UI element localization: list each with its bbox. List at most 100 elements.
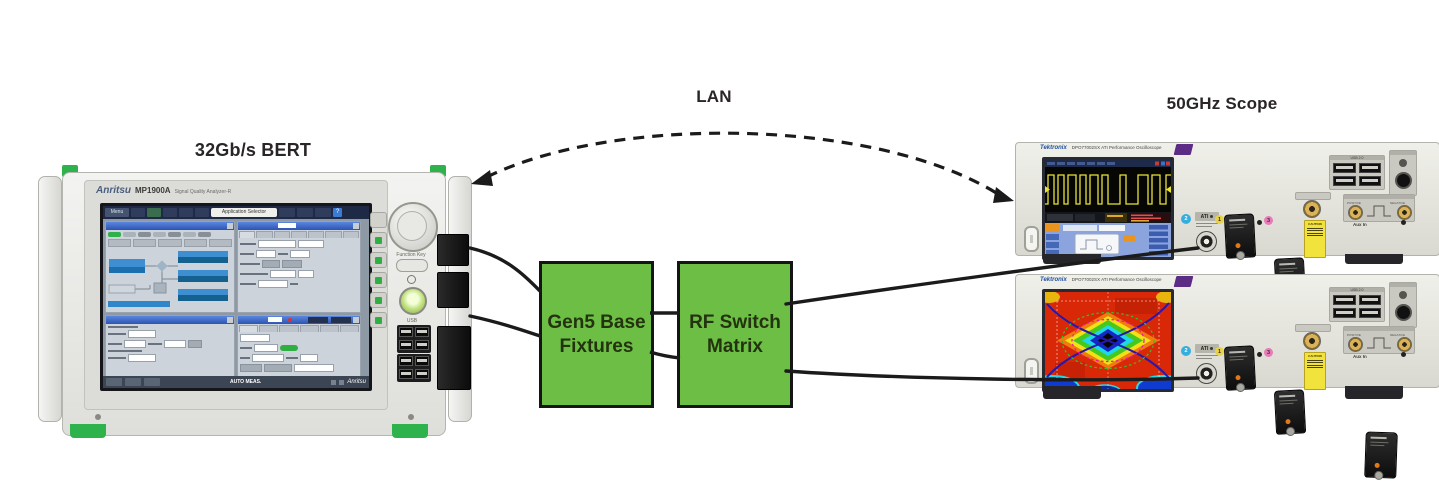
gen5-base-fixtures-box: Gen5 Base Fixtures bbox=[539, 261, 654, 408]
ati-input-label: ATI bbox=[1195, 344, 1219, 353]
aux-in-label: Aux In bbox=[1353, 222, 1367, 227]
ground-plate bbox=[1389, 150, 1417, 196]
probe-module-2 bbox=[1273, 389, 1307, 437]
scope-bottom-header: Tektronix DPO77002SX ATI Performance Osc… bbox=[1040, 277, 1162, 283]
ati-sub-text bbox=[1196, 355, 1218, 359]
ati-bnc-connector bbox=[1196, 231, 1217, 252]
channel1-dot: 1 bbox=[1215, 215, 1224, 224]
bert-panel-result bbox=[237, 315, 361, 385]
bert-instrument: Anritsu MP1900A Signal Quality Analyzer-… bbox=[0, 0, 500, 495]
bert-side-connector-3 bbox=[437, 326, 471, 390]
softkey-6 bbox=[370, 312, 387, 328]
fast-edge-glyph bbox=[1367, 337, 1391, 349]
bert-panel-ppg-output bbox=[237, 221, 361, 313]
probe1-bolt bbox=[1257, 220, 1262, 225]
bert-panel-jitter-source bbox=[105, 221, 235, 313]
bert-usb-ports-top bbox=[397, 325, 431, 353]
bert-panel-noise-generator bbox=[105, 315, 235, 385]
scope-model: DPO77002SX ATI Performance Oscilloscope bbox=[1071, 277, 1162, 282]
function-key-label: Function Key bbox=[396, 252, 426, 258]
bert-screen: Menu Application Selector ? bbox=[100, 203, 372, 391]
scope-top-screen bbox=[1042, 157, 1174, 260]
lan-label: LAN bbox=[696, 87, 732, 106]
bert-screen-toolbar: Menu Application Selector ? bbox=[103, 206, 369, 219]
diff-negative-connector bbox=[1397, 337, 1412, 352]
scope-power-button bbox=[1024, 358, 1039, 384]
scope-model: DPO77002SX ATI Performance Oscilloscope bbox=[1071, 145, 1162, 150]
scope-badge bbox=[1173, 276, 1194, 287]
scope-title-label: 50GHz Scope bbox=[1166, 94, 1278, 113]
channel1-dot: 1 bbox=[1215, 347, 1224, 356]
diff-negative-connector bbox=[1397, 205, 1412, 220]
bert-softkey-column bbox=[370, 212, 387, 332]
tektronix-logo: Tektronix bbox=[1040, 145, 1067, 151]
anritsu-logo: Anritsu bbox=[96, 185, 131, 196]
bert-foot-right bbox=[392, 424, 428, 438]
diff-positive-connector bbox=[1348, 205, 1363, 220]
ground-plate bbox=[1389, 282, 1417, 328]
bert-usb-ports-bottom bbox=[397, 354, 431, 382]
wire-fixtures-switch-2 bbox=[649, 350, 681, 360]
bert-screen-workspace bbox=[103, 219, 369, 385]
channel3-dot: 3 bbox=[1264, 348, 1273, 357]
ati-input-label: ATI bbox=[1195, 212, 1219, 221]
rotary-knob bbox=[388, 202, 438, 252]
ppg-tabs bbox=[238, 230, 360, 238]
probe-module-1 bbox=[1223, 213, 1257, 261]
function-key-button bbox=[396, 259, 428, 272]
diff-positive-connector bbox=[1348, 337, 1363, 352]
scope-power-button bbox=[1024, 226, 1039, 252]
power-button bbox=[399, 287, 427, 315]
probe1-bolt bbox=[1257, 352, 1262, 357]
bert-subtitle: Signal Quality Analyzer-R bbox=[174, 189, 232, 195]
channel3-dot: 3 bbox=[1264, 216, 1273, 225]
ati-bnc-connector bbox=[1196, 363, 1217, 384]
scope-bottom-foot-left bbox=[1043, 386, 1101, 399]
application-selector-button: Application Selector bbox=[211, 208, 277, 217]
softkey-1 bbox=[370, 212, 387, 228]
dc-cal-plate bbox=[1295, 192, 1331, 200]
bert-brand-row: Anritsu MP1900A Signal Quality Analyzer-… bbox=[96, 185, 231, 196]
usb-label: USB bbox=[406, 318, 418, 324]
probe-module-1 bbox=[1223, 345, 1257, 393]
menu-button: Menu bbox=[105, 208, 129, 217]
softkey-4 bbox=[370, 272, 387, 288]
bert-foot-left bbox=[70, 424, 106, 438]
aux-probe-module bbox=[1364, 431, 1398, 481]
bert-screw-left bbox=[95, 414, 101, 420]
help-button: ? bbox=[333, 208, 342, 217]
dc-cal-plate bbox=[1295, 324, 1331, 332]
value-row bbox=[108, 239, 233, 247]
aux-in-label: Aux In bbox=[1353, 354, 1367, 359]
softkey-2 bbox=[370, 232, 387, 248]
softkey-3 bbox=[370, 252, 387, 268]
aux-probe-bolt bbox=[1401, 352, 1406, 357]
result-tabs bbox=[238, 324, 360, 332]
scope-top-foot-right bbox=[1345, 254, 1403, 264]
differential-fast-edge-plate: POSITIVE NEGATIVE bbox=[1343, 326, 1415, 354]
ati-sub-text bbox=[1196, 223, 1218, 227]
auto-meas-status: AUTO MEAS. bbox=[230, 379, 262, 385]
caution-sticker: CAUTION bbox=[1304, 220, 1326, 258]
waveform-display bbox=[1045, 160, 1171, 257]
fast-edge-glyph bbox=[1367, 205, 1391, 217]
bert-title-label: 32Gb/s BERT bbox=[194, 140, 312, 160]
bert-side-connector-2 bbox=[437, 272, 469, 308]
tektronix-logo: Tektronix bbox=[1040, 277, 1067, 283]
caution-sticker: CAUTION bbox=[1304, 352, 1326, 390]
eye-diagram-display bbox=[1045, 292, 1171, 389]
scope-top-foot-left bbox=[1043, 254, 1101, 264]
bert-model: MP1900A bbox=[135, 186, 171, 195]
softkey-5 bbox=[370, 292, 387, 308]
lan-arrowhead-right bbox=[993, 187, 1014, 203]
toggle-row bbox=[108, 232, 232, 237]
lan-dashed-arc bbox=[486, 131, 999, 196]
statusbar-brand: Anritsu bbox=[347, 379, 366, 385]
scope-bottom-foot-right bbox=[1345, 386, 1403, 399]
scope-usb-plate: USB 2.0 bbox=[1329, 287, 1385, 322]
clock-flow-diagram bbox=[108, 251, 228, 307]
dc-cal-connector bbox=[1303, 200, 1321, 218]
scope-usb-plate: USB 2.0 bbox=[1329, 155, 1385, 190]
channel2-dot: 2 bbox=[1181, 214, 1191, 224]
